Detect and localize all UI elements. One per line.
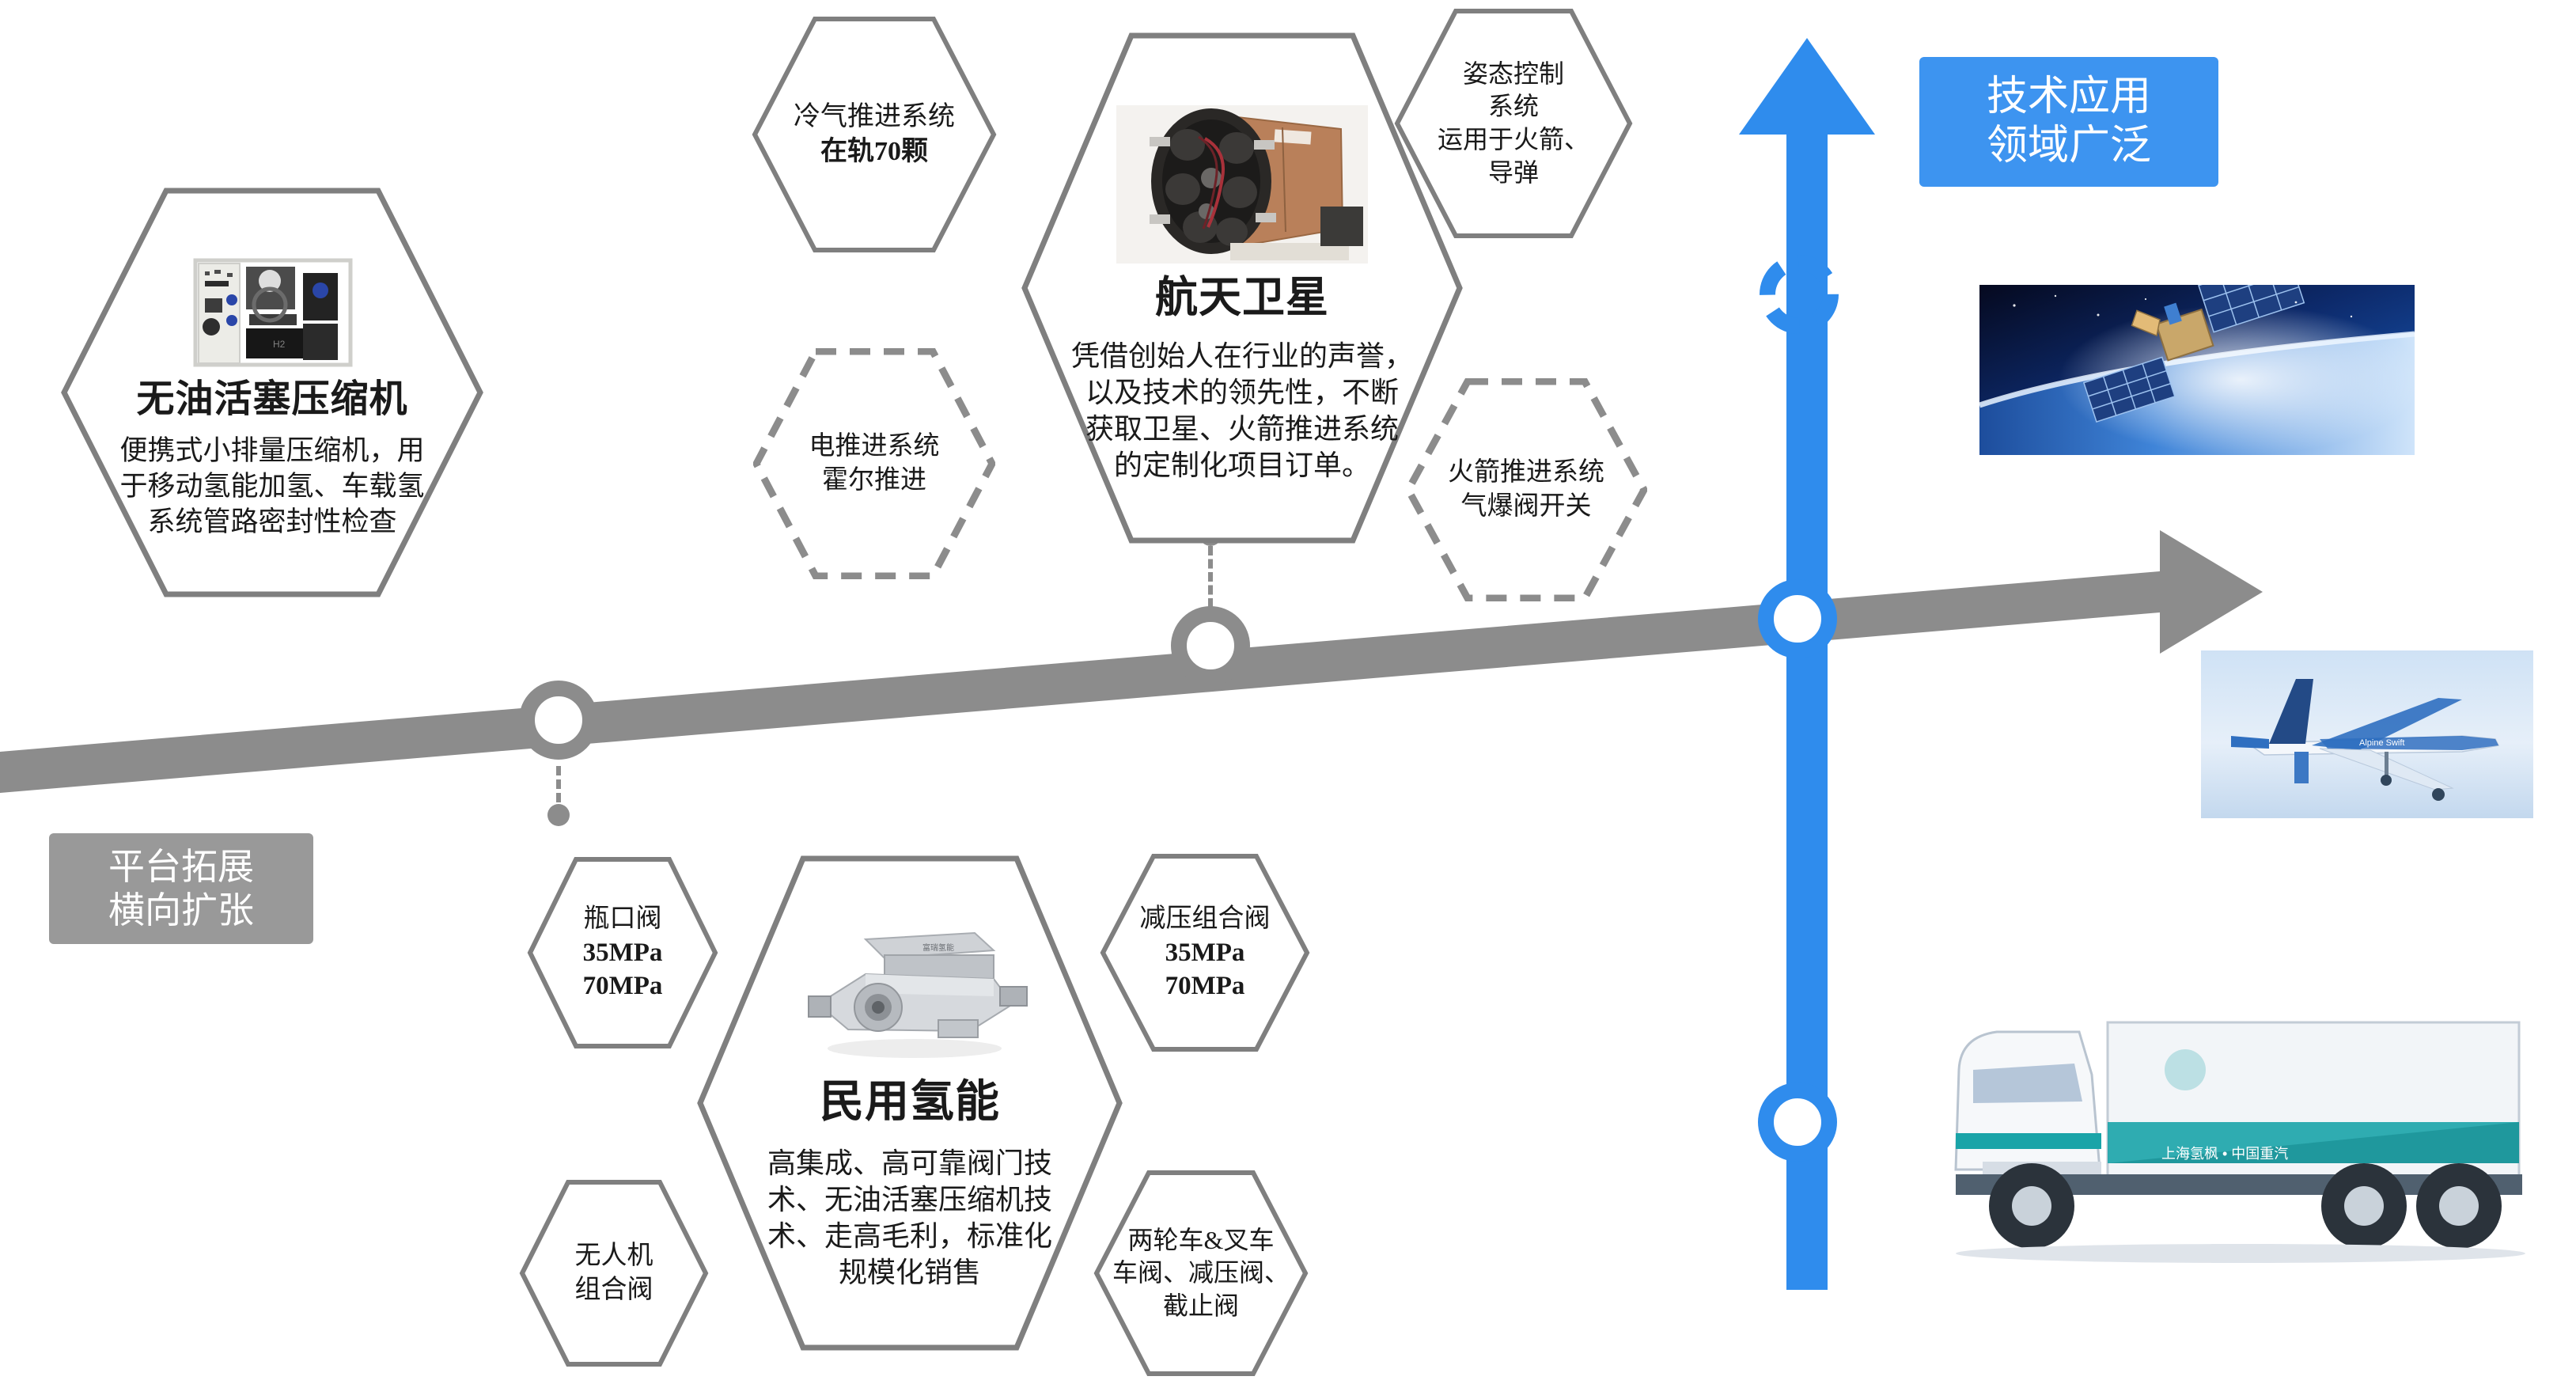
hexagon-rocket-propulsion[interactable]: 火箭推进系统 气爆阀开关 xyxy=(1405,378,1647,601)
hexagon-decompression-valve-line-3: 70MPa xyxy=(1165,972,1245,1001)
hexagon-aerospace-satellite-body-3: 获取卫星、火箭推进系统 xyxy=(1085,412,1399,445)
hexagon-cold-gas-propulsion-line-1: 冷气推进系统 xyxy=(794,101,955,131)
timeline-node-1-dot xyxy=(547,804,570,826)
hexagon-two-wheeler-forklift-line-1: 两轮车&叉车 xyxy=(1127,1225,1275,1254)
hexagon-outline xyxy=(519,1180,709,1367)
hexagon-rocket-propulsion-line-2: 气爆阀开关 xyxy=(1460,492,1592,521)
timeline-node-4 xyxy=(1760,255,1839,334)
hexagon-civil-hydrogen-body-1: 高集成、高可靠阀门技 xyxy=(767,1147,1052,1179)
hexagon-attitude-control-line-1: 姿态控制 xyxy=(1462,59,1564,88)
hexagon-electric-propulsion-line-1: 电推进系统 xyxy=(809,432,940,461)
hexagon-aerospace-satellite-body-1: 凭借创始人在行业的声誉， xyxy=(1070,339,1413,372)
hexagon-electric-propulsion[interactable]: 电推进系统 霍尔推进 xyxy=(753,348,995,579)
hexagon-outline-dashed xyxy=(1405,378,1647,601)
hexagon-attitude-control-line-2: 系统 xyxy=(1487,92,1539,121)
hexagon-outline-dashed xyxy=(753,348,995,579)
hexagon-uav-valve-line-1: 无人机 xyxy=(574,1242,653,1271)
hexagon-rocket-propulsion-line-1: 火箭推进系统 xyxy=(1448,458,1604,487)
hexagon-oil-free-compressor-body-3: 系统管路密封性检查 xyxy=(147,506,397,537)
hexagon-bottle-valve-line-3: 70MPa xyxy=(582,972,663,1001)
hexagon-uav-valve-line-2: 组合阀 xyxy=(574,1276,653,1304)
hexagon-aerospace-satellite[interactable]: 航天卫星 凭借创始人在行业的声誉， 以及技术的领先性，不断 获取卫星、火箭推进系… xyxy=(1021,32,1464,544)
timeline-node-5 xyxy=(1758,1083,1837,1162)
hexagon-outline xyxy=(1100,854,1310,1052)
technology-application-badge-line-1: 技术应用 xyxy=(1986,74,2151,119)
hexagon-two-wheeler-forklift-line-2: 车阀、减压阀、 xyxy=(1112,1258,1290,1287)
hexagon-outline xyxy=(752,17,997,252)
hexagon-civil-hydrogen-body-3: 术、走高毛利，标准化 xyxy=(767,1219,1052,1252)
uav-drone-photo: Alpine Swift xyxy=(2201,650,2533,818)
hydrogen-valve-assembly-photo: 富瑞氢能 xyxy=(782,919,1036,1075)
hexagon-bottle-valve-line-1: 瓶口阀 xyxy=(583,904,662,933)
hexagon-aerospace-satellite-body-4: 的定制化项目订单。 xyxy=(1113,449,1370,481)
hexagon-outline xyxy=(1394,9,1633,238)
hexagon-outline xyxy=(1093,1170,1309,1376)
hexagon-electric-propulsion-line-2: 霍尔推进 xyxy=(822,466,926,495)
hexagon-decompression-valve[interactable]: 减压组合阀 35MPa 70MPa xyxy=(1100,853,1310,1052)
hexagon-civil-hydrogen-body-2: 术、无油活塞压缩机技 xyxy=(767,1183,1052,1215)
hexagon-outline xyxy=(61,188,483,597)
timeline-node-1-connector xyxy=(556,766,566,802)
hexagon-decompression-valve-line-1: 减压组合阀 xyxy=(1139,904,1271,933)
technology-application-badge[interactable]: 技术应用 领域广泛 xyxy=(1919,57,2218,187)
platform-expansion-badge-line-1: 平台拓展 xyxy=(108,846,254,887)
satellite-in-orbit-photo xyxy=(1979,285,2415,455)
timeline-node-3 xyxy=(1758,579,1837,658)
svg-text:H2: H2 xyxy=(273,339,286,350)
technology-application-badge-line-2: 领域广泛 xyxy=(1986,123,2151,169)
hexagon-outline xyxy=(527,857,718,1048)
svg-text:Alpine Swift: Alpine Swift xyxy=(2359,738,2404,748)
platform-expansion-badge[interactable]: 平台拓展 横向扩张 xyxy=(49,833,313,944)
hexagon-attitude-control-line-4: 导弹 xyxy=(1487,157,1539,187)
hexagon-attitude-control-line-3: 运用于火箭、 xyxy=(1437,125,1589,154)
svg-text:上海氢枫 • 中国重汽: 上海氢枫 • 中国重汽 xyxy=(2161,1146,2288,1162)
timeline-node-2-connector xyxy=(1208,546,1218,608)
hexagon-oil-free-compressor-body-2: 于移动氢能加氢、车载氢 xyxy=(119,471,425,502)
hexagon-two-wheeler-forklift-line-3: 截止阀 xyxy=(1162,1291,1239,1320)
hexagon-aerospace-satellite-body-2: 以及技术的领先性，不断 xyxy=(1085,376,1399,408)
timeline-node-1 xyxy=(519,681,598,760)
svg-text:富瑞氢能: 富瑞氢能 xyxy=(922,942,954,953)
hexagon-two-wheeler-forklift[interactable]: 两轮车&叉车 车阀、减压阀、 截止阀 xyxy=(1093,1170,1309,1377)
hydrogen-truck-photo: 上海氢枫 • 中国重汽 xyxy=(1924,975,2557,1268)
hexagon-civil-hydrogen-body-4: 规模化销售 xyxy=(838,1256,981,1288)
hexagon-decompression-valve-line-2: 35MPa xyxy=(1165,938,1245,967)
hexagon-oil-free-compressor[interactable]: H2 无油活塞压缩机 便携式小排量压缩机，用 于移动氢能加氢、车载氢 系统管路密… xyxy=(60,187,484,598)
satellite-thruster-cluster-photo xyxy=(1111,96,1373,271)
oil-free-piston-compressor-photo: H2 xyxy=(172,249,371,377)
hexagon-bottle-valve-line-2: 35MPa xyxy=(582,938,663,967)
hexagon-uav-valve[interactable]: 无人机 组合阀 xyxy=(519,1179,709,1367)
timeline-node-2 xyxy=(1171,606,1250,685)
hexagon-cold-gas-propulsion-line-2: 在轨70颗 xyxy=(820,137,928,166)
platform-expansion-badge-line-2: 横向扩张 xyxy=(108,890,254,931)
hexagon-attitude-control[interactable]: 姿态控制 系统 运用于火箭、 导弹 xyxy=(1394,8,1633,239)
hexagon-oil-free-compressor-body-1: 便携式小排量压缩机，用 xyxy=(119,435,425,467)
hexagon-cold-gas-propulsion[interactable]: 冷气推进系统 在轨70颗 xyxy=(752,16,997,253)
hexagon-oil-free-compressor-title: 无油活塞压缩机 xyxy=(136,378,408,421)
hexagon-civil-hydrogen-title: 民用氢能 xyxy=(819,1076,1000,1127)
hexagon-civil-hydrogen[interactable]: 富瑞氢能 民用氢能 高集成、高可靠阀门技 术、无油活塞压缩机技 术、走高毛利，标… xyxy=(696,855,1123,1352)
hexagon-aerospace-satellite-title: 航天卫星 xyxy=(1154,274,1329,322)
hexagon-bottle-valve[interactable]: 瓶口阀 35MPa 70MPa xyxy=(527,856,718,1049)
